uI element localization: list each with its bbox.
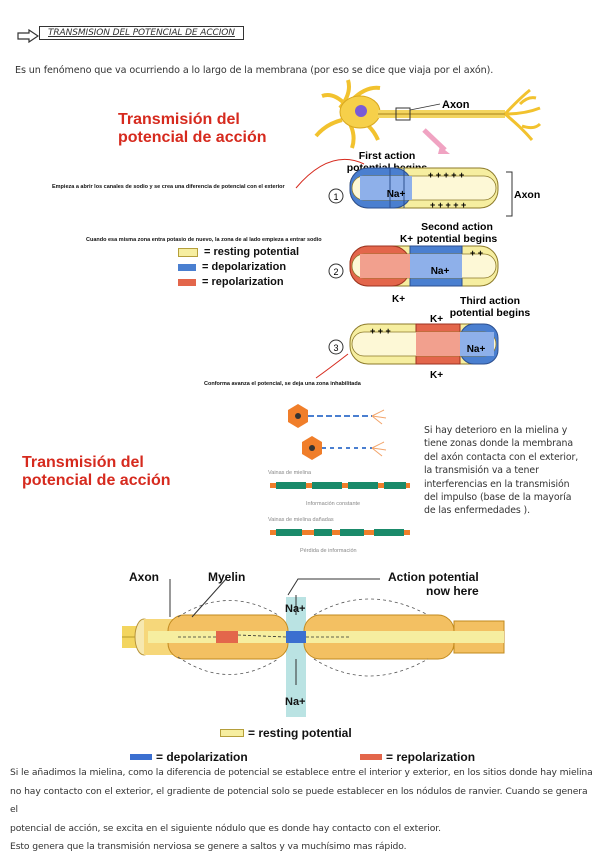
svg-text:potential begins: potential begins [417, 233, 498, 245]
svg-text:K+: K+ [392, 294, 405, 305]
legend-resting: = resting potential [220, 726, 352, 740]
svg-text:K+: K+ [400, 234, 413, 245]
svg-text:1: 1 [333, 192, 338, 202]
svg-text:+ + + + +: + + + + + [430, 200, 466, 210]
legend-swatch-depolarization-fig3 [130, 754, 152, 760]
svg-text:Axon: Axon [514, 189, 540, 201]
svg-text:Na+: Na+ [431, 266, 450, 277]
svg-text:Na+: Na+ [387, 189, 406, 200]
svg-text:+ + +: + + + [370, 326, 391, 336]
axon-step-3: Na+ + + + [349, 323, 499, 365]
axon-step-2: Na+ + + [349, 245, 499, 287]
intro-text: Es un fenómeno que va ocurriendo a lo la… [15, 65, 494, 76]
legend-swatch-repolarization [178, 278, 196, 286]
info-constante-label: Información constante [306, 501, 361, 507]
legend-repolarization: = repolarization [360, 750, 475, 764]
footer-text: Si le añadimos la mielina, como la difer… [10, 767, 593, 853]
legend-1: = resting potential = depolarization = r… [178, 246, 299, 288]
axon-label-fig3: Axon [129, 570, 159, 584]
legend-swatch-depolarization [178, 263, 196, 271]
axon-label: Axon [442, 99, 470, 111]
myelin-label: Myelin [208, 570, 246, 584]
na-bottom-label: Na+ [285, 696, 306, 708]
svg-text:potential begins: potential begins [450, 307, 531, 319]
vainas-danadas-label: Vainas de mielina dañadas [268, 517, 334, 523]
arrow-icon [17, 28, 40, 47]
svg-text:Second action: Second action [421, 221, 493, 233]
na-top-label: Na+ [285, 603, 306, 615]
vainas-label: Vainas de mielina [268, 470, 312, 476]
svg-text:Third action: Third action [460, 295, 520, 307]
note-3: Conforma avanza el potencial, se deja un… [204, 381, 361, 387]
figure2-diagram [270, 404, 410, 536]
svg-text:K+: K+ [430, 314, 443, 325]
axon-step-1: Na+ + + + + + + + + + + [349, 167, 499, 210]
legend-swatch-resting [178, 247, 198, 257]
legend-swatch-resting-fig3 [220, 729, 244, 737]
svg-text:K+: K+ [430, 370, 443, 381]
figure3-diagram [122, 578, 505, 717]
svg-text:2: 2 [333, 267, 338, 277]
svg-text:+ +: + + [470, 248, 483, 258]
side-note: Si hay deterioro en la mielina y tiene z… [424, 425, 579, 517]
legend-depolarization: = depolarization [130, 750, 248, 764]
perdida-label: Pérdida de información [300, 548, 357, 554]
svg-text:3: 3 [333, 343, 338, 353]
note-1: Empieza a abrir los canales de sodio y s… [52, 184, 285, 190]
neuron-illustration [314, 79, 542, 154]
note-2: Cuando esa misma zona entra potasio de n… [86, 237, 322, 243]
svg-text:Na+: Na+ [467, 344, 486, 355]
svg-text:First action: First action [359, 150, 416, 162]
legend-swatch-repolarization-fig3 [360, 754, 382, 760]
page-title: TRANSMISION DEL POTENCIAL DE ACCION [39, 26, 244, 40]
figure1-diagram: Axon First action potential begins Na+ +… [295, 79, 542, 381]
svg-text:+ + + + +: + + + + + [428, 170, 464, 180]
